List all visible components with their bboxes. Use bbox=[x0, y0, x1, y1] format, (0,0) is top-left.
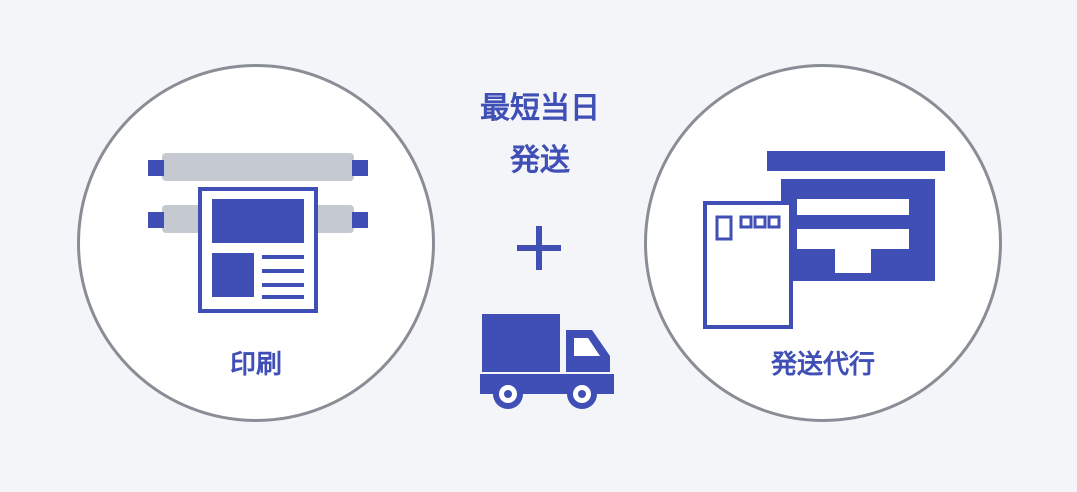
post-office-icon bbox=[703, 151, 945, 329]
printing-press-icon bbox=[148, 153, 368, 313]
plus-icon bbox=[517, 226, 561, 270]
shipping-agency-circle: 発送代行 bbox=[644, 64, 1002, 422]
printing-circle: 印刷 bbox=[77, 64, 435, 422]
center-title-line2: 発送 bbox=[510, 143, 570, 178]
center-title-line1: 最短当日 bbox=[480, 91, 600, 126]
delivery-truck-icon bbox=[480, 314, 614, 409]
shipping-agency-label: 発送代行 bbox=[770, 350, 875, 380]
printing-label: 印刷 bbox=[229, 350, 282, 380]
